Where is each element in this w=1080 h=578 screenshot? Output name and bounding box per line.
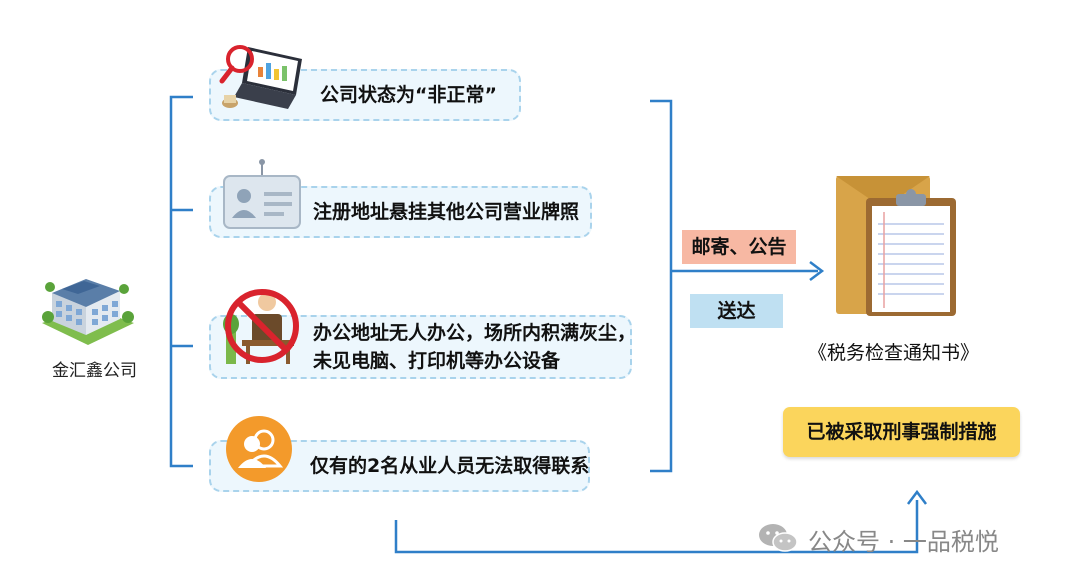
envelope-clipboard-icon [830, 168, 960, 320]
item-text-office-line2: 未见电脑、打印机等办公设备 [313, 350, 561, 372]
laptop-magnifier-icon [218, 37, 306, 121]
mail-announcement-tag: 邮寄、公告 [682, 230, 796, 264]
right-bracket [650, 99, 673, 473]
delivered-tag: 送达 [690, 294, 783, 328]
notice-title: 《税务检查通知书》 [808, 342, 980, 364]
item-text-staff: 仅有的2名从业人员无法取得联系 [310, 455, 590, 477]
arrow-head-up [907, 489, 927, 505]
left-bracket [169, 95, 193, 468]
company-building-icon [38, 255, 138, 347]
company-name: 金汇鑫公司 [52, 361, 137, 381]
item-text-office-line1: 办公地址无人办公，场所内积满灰尘， [313, 322, 637, 344]
no-office-icon [220, 280, 302, 368]
bottom-flow-line [394, 500, 919, 554]
people-icon [224, 414, 294, 484]
item-text-address: 注册地址悬挂其他公司营业牌照 [313, 201, 580, 223]
id-card-icon [222, 158, 302, 234]
watermark-text: 公众号 · 一品税悦 [808, 528, 999, 556]
item-text-status: 公司状态为“非正常” [320, 84, 497, 106]
arrow-head-right [809, 261, 825, 281]
criminal-measures-box: 已被采取刑事强制措施 [783, 407, 1020, 457]
wechat-icon [758, 522, 798, 554]
